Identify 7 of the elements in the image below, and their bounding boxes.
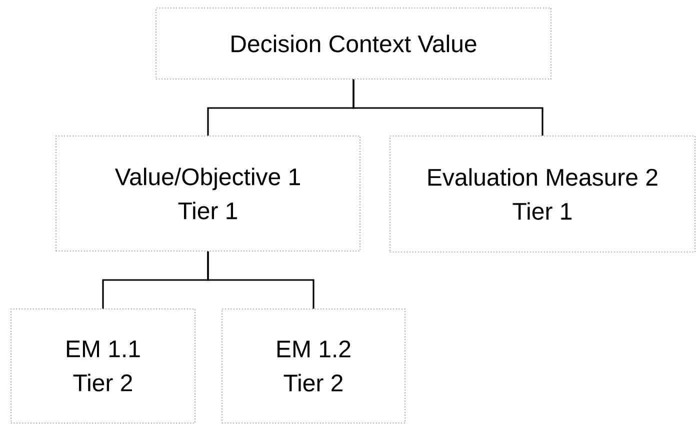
connector: [207, 251, 314, 309]
connector: [352, 79, 544, 136]
text-box: Value/Objective 1 Tier 1: [56, 136, 360, 252]
text-box: EM 1.2 Tier 2: [222, 308, 406, 424]
text-box: EM 1.1 Tier 2: [10, 308, 196, 424]
text-box: Decision Context Value: [156, 8, 552, 80]
text-box: Evaluation Measure 2 Tier 1: [390, 136, 696, 252]
